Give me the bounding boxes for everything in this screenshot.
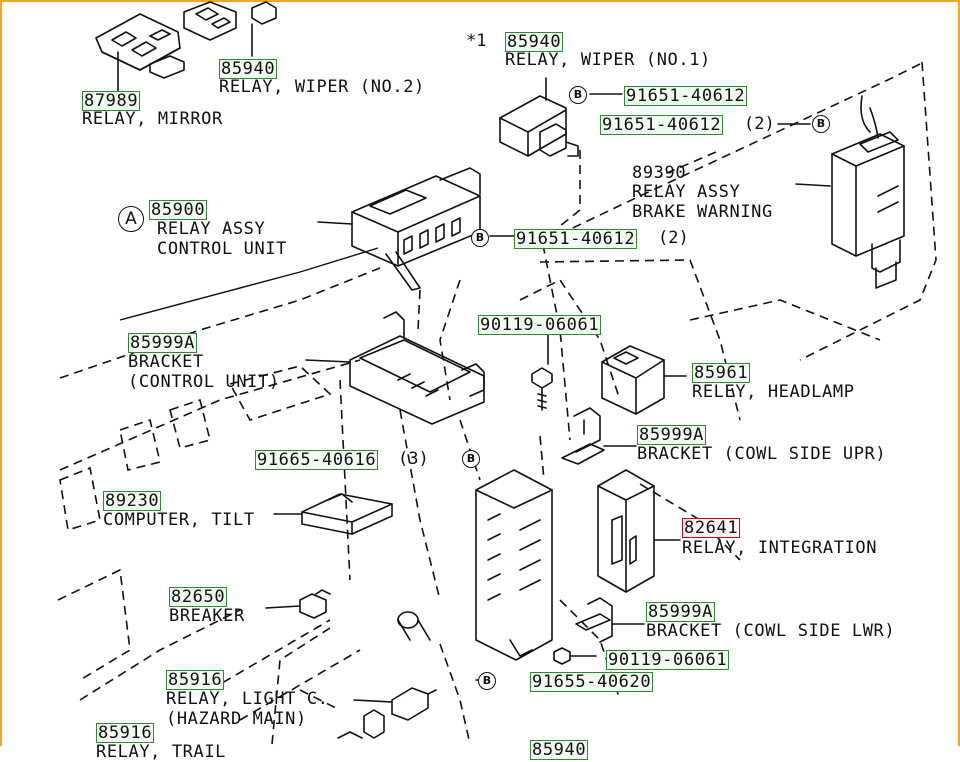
part-number-91651-40612-b[interactable]: 91651-40612	[600, 115, 724, 135]
part-name-relay-light-c: RELAY, LIGHT C. (HAZARD MAIN)	[166, 689, 329, 729]
part-name-relay-headlamp: RELEY, HEADLAMP	[692, 382, 855, 402]
part-number-87989[interactable]: 87989	[82, 91, 141, 111]
ref-circle-b: B	[471, 229, 489, 247]
screw-lower-shape	[553, 647, 597, 665]
part-name-relay-brake-warning: RELAY ASSY BRAKE WARNING	[632, 182, 773, 222]
part-number-85999a-cowl-lwr[interactable]: 85999A	[646, 602, 716, 622]
relay-mirror-shape	[95, 13, 185, 79]
part-name-relay-integration: RELAY, INTEGRATION	[682, 538, 878, 558]
ref-circle-b: B	[462, 450, 480, 468]
page-frame	[0, 0, 960, 746]
relay-control-unit-shape	[351, 167, 481, 291]
part-number-85940-wiper-no1[interactable]: 85940	[505, 32, 564, 52]
part-number-82650[interactable]: 82650	[169, 587, 228, 607]
footnote-marker: *1	[466, 31, 487, 51]
relay-headlamp-shape	[601, 345, 665, 415]
part-number-85916-hazard[interactable]: 85916	[166, 670, 225, 690]
part-name-bracket-cowl-side-lwr: BRACKET (COWL SIDE LWR)	[646, 621, 896, 641]
part-name-relay-control-unit: RELAY ASSY CONTROL UNIT	[157, 219, 288, 259]
part-number-89390[interactable]: 89390	[632, 163, 687, 183]
part-number-90119-06061-a[interactable]: 90119-06061	[478, 315, 602, 335]
relay-wiper-no2-shape	[183, 1, 277, 41]
part-number-85961[interactable]: 85961	[692, 363, 751, 383]
part-name-relay-wiper-no1: RELAY, WIPER (NO.1)	[505, 50, 711, 70]
part-number-85900[interactable]: 85900	[149, 200, 208, 220]
part-name-bracket-control-unit: BRACKET (CONTROL UNIT)	[128, 352, 280, 392]
cylinder-part-shape	[397, 611, 431, 641]
junction-block-shape	[475, 469, 553, 661]
part-number-85999a-cowl-upr[interactable]: 85999A	[637, 425, 707, 445]
screw-upper-shape	[531, 367, 553, 411]
quantity-label: (3)	[398, 449, 429, 469]
part-number-85999a-control-unit[interactable]: 85999A	[128, 333, 198, 353]
ref-circle-b: B	[812, 115, 830, 133]
part-number-85916-trail[interactable]: 85916	[96, 723, 155, 743]
breaker-shape	[299, 589, 331, 619]
part-number-91655-40620[interactable]: 91655-40620	[530, 672, 654, 692]
relay-integration-shape	[597, 469, 655, 593]
part-number-91651-40612-c[interactable]: 91651-40612	[514, 229, 638, 249]
part-name-relay-wiper-no2: RELAY, WIPER (NO.2)	[219, 77, 425, 97]
quantity-label: (2)	[744, 114, 775, 134]
bracket-cowl-lower-shape	[575, 597, 613, 643]
part-number-90119-06061-b[interactable]: 90119-06061	[606, 650, 730, 670]
relay-hazard-shape	[391, 687, 437, 721]
part-number-85940-wiper-no2[interactable]: 85940	[219, 59, 278, 79]
part-number-91665-40616[interactable]: 91665-40616	[255, 450, 379, 470]
part-name-relay-trail: RELAY, TRAIL	[96, 742, 227, 762]
relay-wiper-no1-shape	[499, 95, 579, 157]
part-name-bracket-cowl-side-upr: BRACKET (COWL SIDE UPR)	[637, 444, 887, 464]
relay-trail-shape	[337, 709, 385, 739]
bracket-cowl-upper-shape	[561, 407, 605, 465]
ref-circle-b: B	[478, 672, 496, 690]
part-number-91651-40612-a[interactable]: 91651-40612	[624, 86, 748, 106]
part-number-82641-highlighted[interactable]: 82641	[682, 518, 741, 538]
quantity-label: (2)	[658, 228, 689, 248]
part-number-85940-bottom[interactable]: 85940	[530, 740, 589, 760]
part-name-computer-tilt: COMPUTER, TILT	[103, 510, 255, 530]
computer-tilt-shape	[301, 493, 393, 535]
relay-brake-warning-shape	[831, 95, 905, 289]
part-name-relay-mirror: RELAY, MIRROR	[82, 109, 223, 129]
part-name-breaker: BREAKER	[169, 606, 245, 626]
bracket-control-unit-shape	[349, 311, 485, 425]
part-number-89230[interactable]: 89230	[103, 491, 162, 511]
ref-circle-b: B	[569, 86, 587, 104]
ref-circle-a: A	[118, 206, 144, 232]
